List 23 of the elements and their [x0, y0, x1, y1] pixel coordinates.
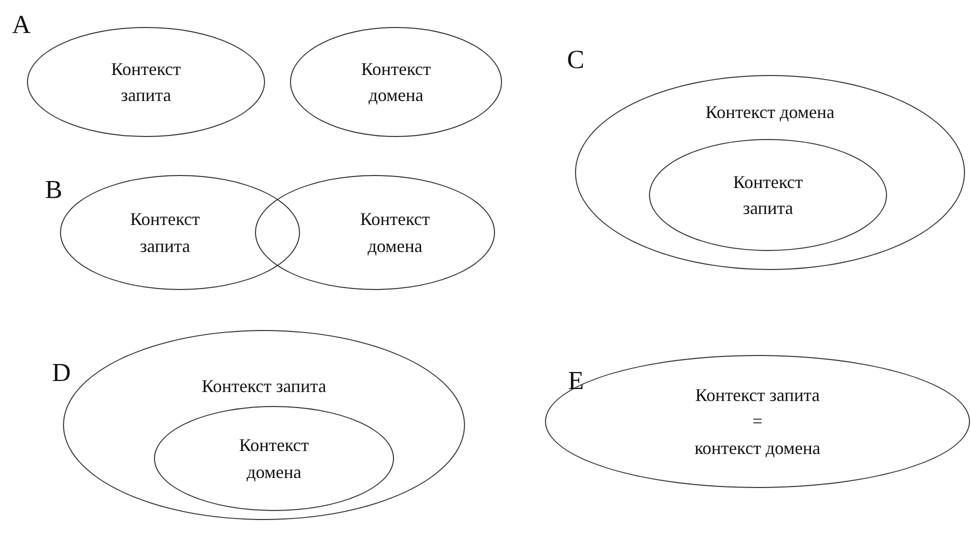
ellipse: [255, 175, 495, 290]
ellipse-label: Контекст запита: [695, 384, 820, 408]
ellipse-label: контекст домена: [694, 436, 820, 460]
ellipse: [154, 406, 394, 511]
ellipse-label: Контекст домена: [360, 58, 432, 107]
panel-letter: D: [52, 360, 71, 386]
ellipse: [575, 75, 965, 270]
ellipse: [290, 27, 502, 137]
panel-letter: C: [567, 47, 584, 73]
panel-letter: B: [45, 177, 62, 203]
ellipse-label: Контекст запита: [202, 375, 326, 398]
ellipse-label: Контекст домена: [705, 101, 835, 124]
ellipse-label: Контекст запита: [129, 208, 201, 258]
panel-letter: E: [568, 368, 584, 394]
ellipse-label: Контекст запита: [110, 58, 182, 107]
ellipse-label: Контекст домена: [359, 208, 431, 258]
ellipse: [60, 175, 300, 290]
ellipse-label: =: [752, 410, 763, 434]
ellipse: [545, 355, 970, 488]
ellipse-label: Контекст запита: [732, 170, 804, 220]
ellipse-label: Контекст домена: [238, 434, 310, 484]
ellipse: [649, 139, 887, 251]
panel-letter: A: [12, 12, 31, 38]
